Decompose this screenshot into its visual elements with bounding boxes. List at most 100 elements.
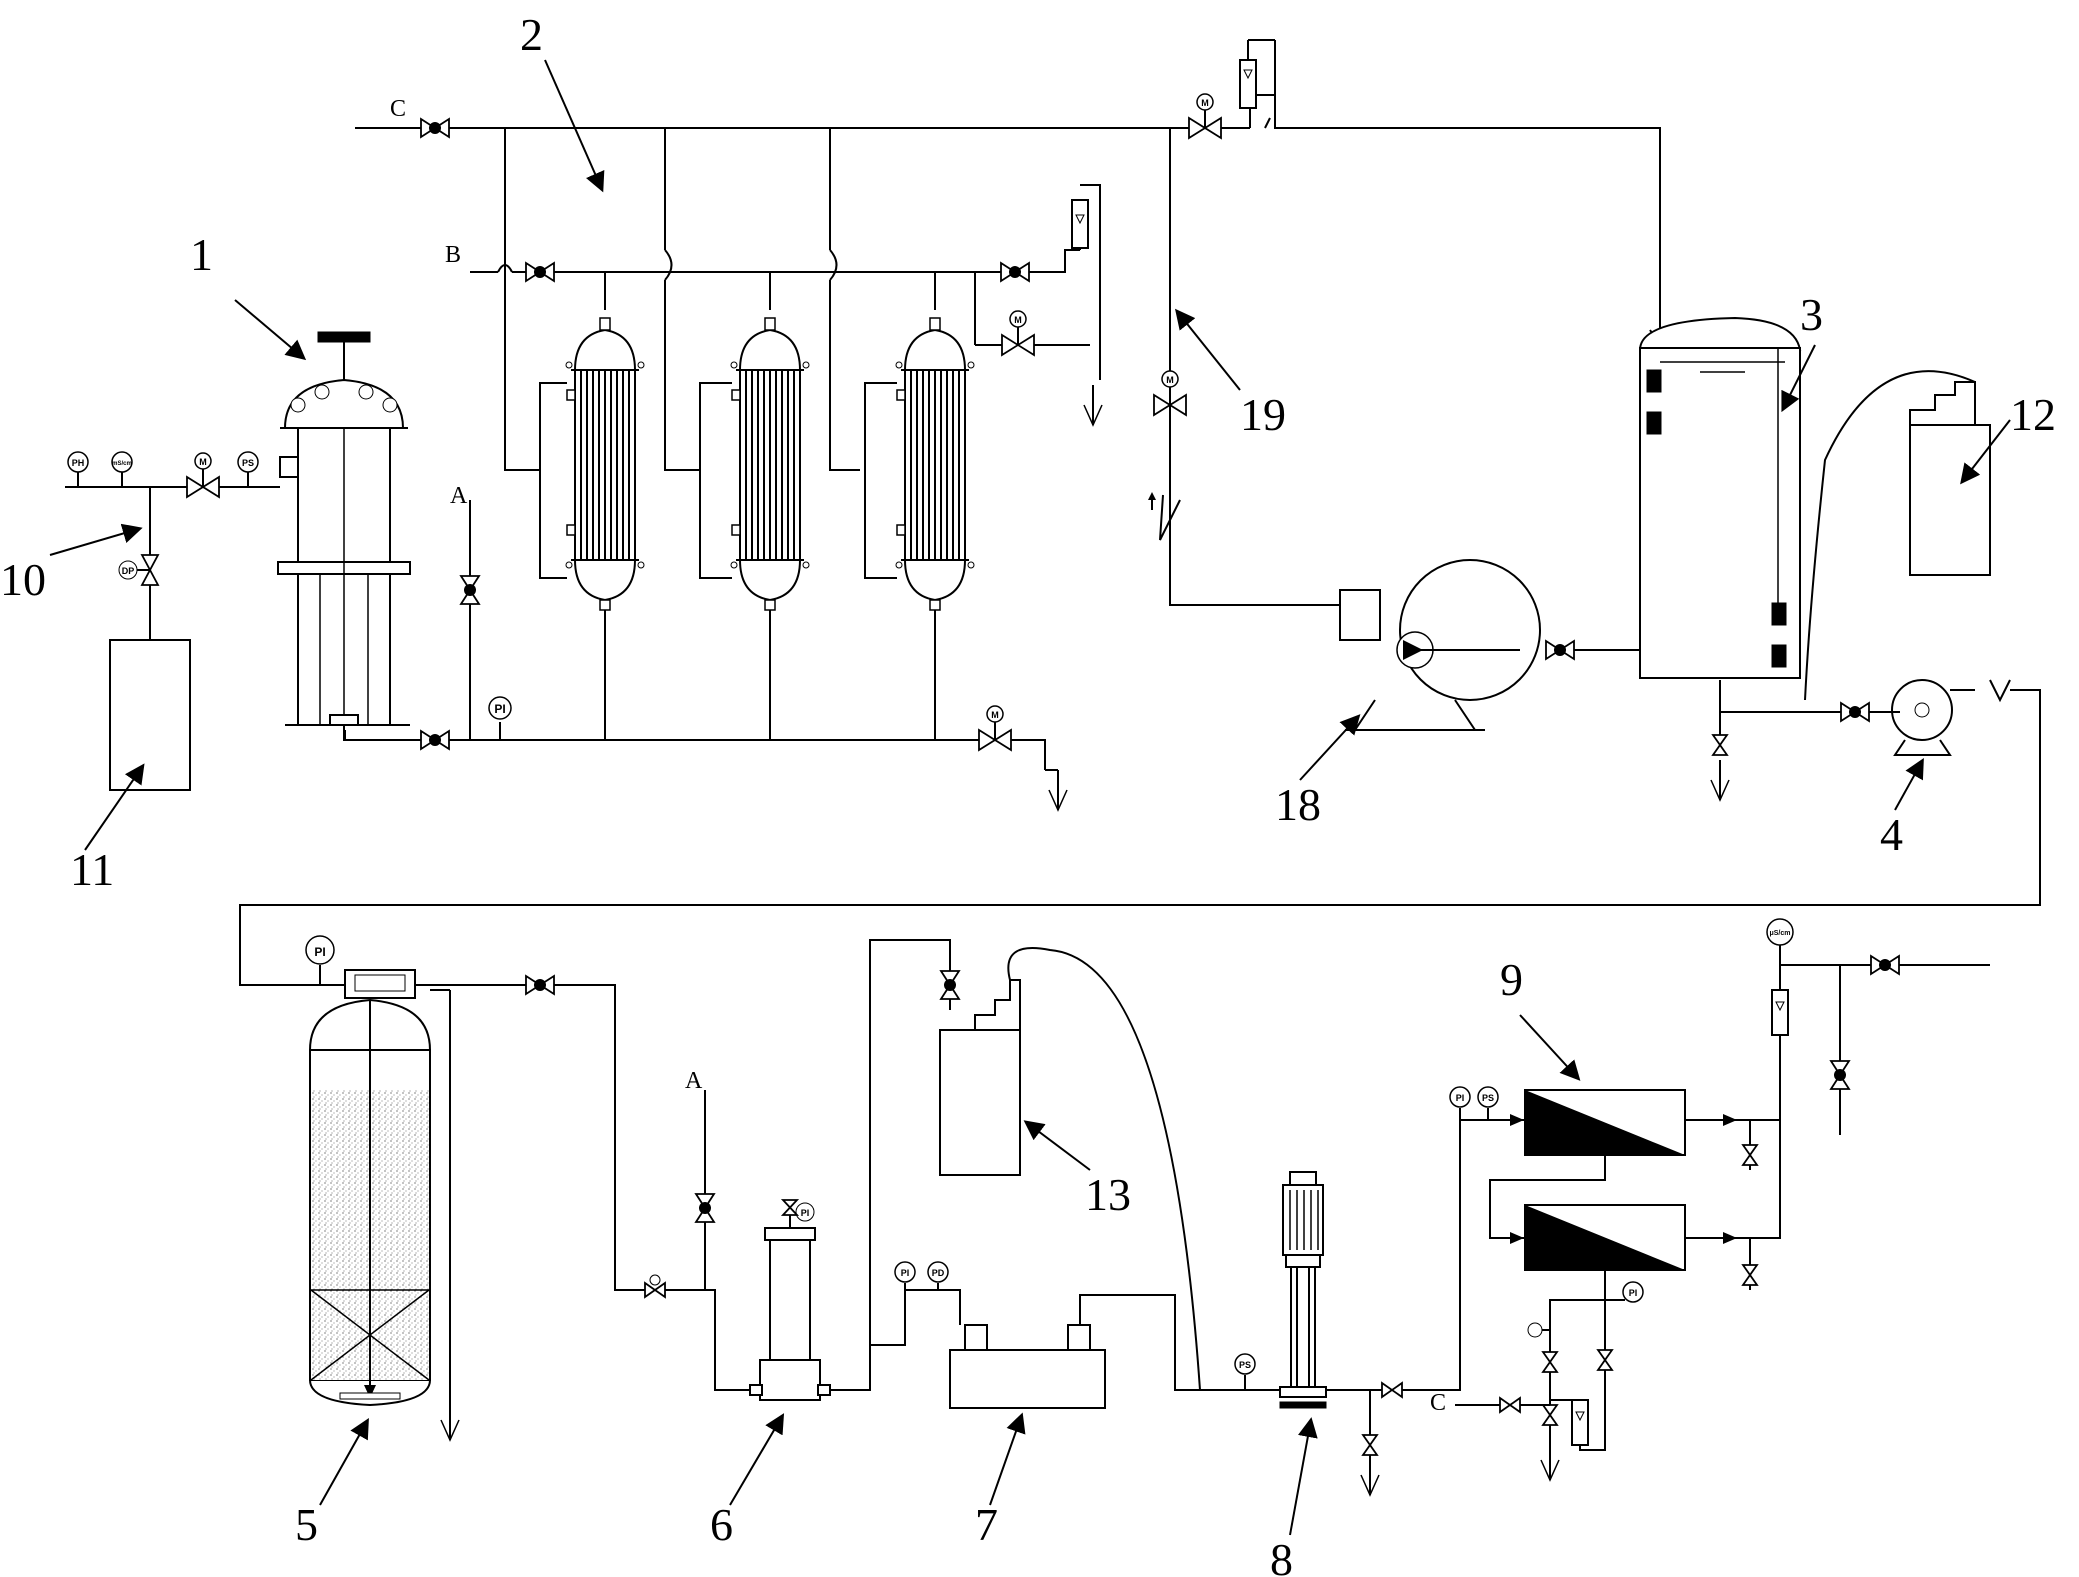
callout-6: 6: [710, 1413, 785, 1550]
ph-meter: PH: [67, 451, 89, 487]
svg-text:PS: PS: [1482, 1093, 1494, 1103]
check-valve-19[interactable]: [1148, 492, 1181, 541]
conductivity-meter-permeate: μS/cm: [1766, 918, 1794, 965]
svg-text:8: 8: [1270, 1534, 1293, 1577]
callout-1: 1: [190, 229, 307, 361]
pump4-inlet-valve[interactable]: [1840, 702, 1870, 722]
svg-text:2: 2: [520, 9, 543, 60]
riser-1: [504, 128, 540, 471]
dosing-tank-12: [1804, 370, 1991, 701]
line-c-valve-lower[interactable]: [1499, 1397, 1521, 1413]
svg-text:PI: PI: [494, 702, 505, 716]
line-label-c-top: C: [390, 96, 406, 122]
ro-membrane-stage-1: [1524, 1089, 1686, 1156]
tank-drain-valve[interactable]: [1712, 734, 1728, 756]
stage2-sample-valve[interactable]: [1742, 1264, 1758, 1286]
callout-19: 19: [1175, 308, 1286, 440]
callout-8: 8: [1270, 1417, 1318, 1577]
tank-outlet-valve[interactable]: [1545, 640, 1575, 660]
bag-filter: [277, 331, 411, 741]
svg-text:6: 6: [710, 1499, 733, 1550]
permeate-drain-valve[interactable]: [1830, 1060, 1850, 1090]
bottom-drain-motorized-valve[interactable]: [978, 705, 1012, 751]
svg-text:PD: PD: [932, 1268, 945, 1278]
svg-text:10: 10: [0, 554, 46, 605]
high-pressure-pump-8: [1279, 1171, 1327, 1409]
svg-text:18: 18: [1275, 779, 1321, 830]
concentrate-drain-ro: [1540, 1439, 1560, 1481]
heat-exchanger-7: [949, 1324, 1106, 1409]
svg-text:13: 13: [1085, 1169, 1131, 1220]
top-header-pipe: [355, 94, 1671, 347]
conductivity-meter-inlet: mS/cm: [111, 451, 133, 487]
pump4-check-valve[interactable]: [1989, 679, 2030, 703]
svg-text:19: 19: [1240, 389, 1286, 440]
line-label-c-bottom: C: [1430, 1390, 1446, 1416]
line-label-b: B: [445, 242, 461, 268]
ro-membrane-stage-2: [1524, 1204, 1686, 1271]
concentrate-regulating-valve[interactable]: [1597, 1349, 1613, 1371]
callout-4: 4: [1880, 758, 1924, 860]
line-label-a-bottom: A: [685, 1068, 703, 1094]
svg-text:3: 3: [1800, 289, 1823, 340]
uf-water-tank: [1638, 316, 1802, 679]
svg-text:5: 5: [295, 1499, 318, 1550]
ps-gauge-ro-inlet: PS: [1477, 1086, 1499, 1120]
booster-pump-18: [1339, 559, 1541, 731]
svg-text:12: 12: [2010, 389, 2056, 440]
permeate-rotameter: [1771, 989, 1789, 1036]
raw-water-inlet-line: [65, 486, 280, 791]
svg-text:μS/cm: μS/cm: [1769, 930, 1790, 937]
concentrate-valve-b[interactable]: [1542, 1404, 1558, 1426]
security-filter-6: PI: [749, 1199, 831, 1401]
svg-text:7: 7: [975, 1499, 998, 1550]
concentrate-motorized-valve[interactable]: [1001, 310, 1035, 356]
callout-13: 13: [1023, 1120, 1131, 1220]
pi-gauge-concentrate: PI: [1605, 1281, 1644, 1303]
callout-7: 7: [975, 1412, 1026, 1550]
transfer-pump-4: [1891, 679, 1975, 756]
pressure-switch-inlet: PS: [237, 451, 259, 487]
inlet-hand-valve[interactable]: DP: [118, 554, 160, 586]
uf-membrane-module-1: [565, 317, 645, 611]
permeate-outlet-valve[interactable]: [1870, 955, 1900, 975]
softener-outlet-valve[interactable]: [525, 975, 555, 995]
uf-membrane-module-3: [895, 317, 975, 611]
line-c-valve[interactable]: [420, 118, 450, 138]
line-b-valve[interactable]: [525, 262, 555, 282]
dosing-13-valve[interactable]: [940, 970, 960, 1000]
pump-outlet-drain: [1360, 1454, 1380, 1496]
bottom-drain: [1048, 769, 1068, 811]
concentrate-drain: [1083, 384, 1103, 426]
callout-2: 2: [520, 9, 605, 193]
concentrate-valve-a[interactable]: [1542, 1351, 1558, 1373]
top-motorized-valve[interactable]: [1188, 93, 1222, 139]
svg-text:PI: PI: [901, 1268, 910, 1278]
callout-12: 12: [1960, 389, 2056, 485]
pi-gauge-softener: PI: [305, 935, 335, 985]
callout-9: 9: [1500, 954, 1581, 1081]
svg-text:PI: PI: [1456, 1093, 1465, 1103]
inlet-motorized-valve[interactable]: [186, 452, 220, 498]
callout-3: 3: [1781, 289, 1823, 413]
stage1-sample-valve[interactable]: [1742, 1144, 1758, 1166]
svg-text:9: 9: [1500, 954, 1523, 1005]
top-rotameter: [1239, 39, 1276, 109]
uf-membrane-module-2: [730, 317, 810, 611]
line-a-valve-lower[interactable]: [695, 1193, 715, 1223]
svg-text:PI: PI: [314, 945, 325, 959]
svg-text:PI: PI: [1629, 1288, 1638, 1298]
svg-text:PI: PI: [801, 1208, 810, 1218]
line-a-valve[interactable]: [460, 575, 480, 605]
pd-gauge: PD: [927, 1261, 949, 1290]
svg-text:DP: DP: [122, 566, 135, 576]
callout-11: 11: [70, 763, 145, 895]
svg-text:mS/cm: mS/cm: [112, 461, 132, 467]
concentrate-valve[interactable]: [1000, 262, 1030, 282]
pi-gauge-before-exchanger: PI: [894, 1261, 916, 1290]
pump-outlet-valve[interactable]: [1381, 1382, 1403, 1398]
pump-outlet-drain-valve[interactable]: [1362, 1434, 1378, 1456]
feed-inlet-valve[interactable]: [420, 730, 450, 750]
pi-gauge-feed: PI: [488, 696, 512, 740]
